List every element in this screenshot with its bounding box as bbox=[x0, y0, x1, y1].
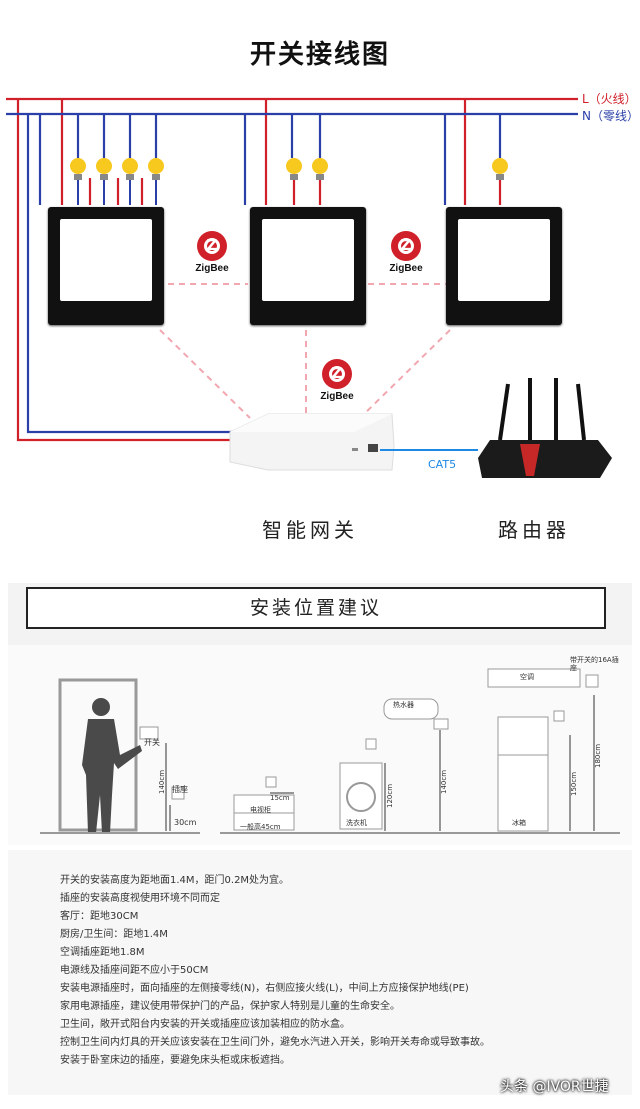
cat5-label: CAT5 bbox=[428, 458, 457, 471]
bulb-icon bbox=[492, 158, 508, 180]
note-line: 控制卫生间内灯具的开关应该安装在卫生间门外，避免水汽进入开关，影响开关寿命或导致… bbox=[60, 1037, 490, 1048]
height-140-label: 140cm bbox=[158, 769, 167, 795]
gateway-caption: 智能网关 bbox=[262, 518, 358, 542]
bulbs bbox=[70, 158, 508, 205]
note-line: 插座的安装高度视使用环境不同而定 bbox=[60, 893, 220, 904]
zigbee-icon bbox=[322, 359, 352, 389]
zigbee-logo: ZigBee bbox=[307, 359, 367, 419]
zigbee-icon bbox=[197, 231, 227, 261]
height-150-label: 150cm bbox=[570, 771, 579, 797]
person-figure bbox=[82, 698, 142, 833]
tv-cabinet-label: 电视柜 bbox=[250, 806, 271, 814]
watermark: 头条 @IVOR世捷 bbox=[500, 1079, 609, 1095]
bulb-icon bbox=[70, 158, 86, 205]
router-caption: 路由器 bbox=[498, 518, 570, 542]
note-line: 开关的安装高度为距地面1.4M，距门0.2M处为宜。 bbox=[60, 875, 290, 886]
note-line: 安装电源插座时，面向插座的左侧接零线(N)，右侧应接火线(L)，中间上方应接保护… bbox=[60, 983, 469, 994]
note-line: 客厅：距地30CM bbox=[60, 911, 139, 922]
neutral-line-label: N（零线） bbox=[582, 109, 639, 123]
live-wire bbox=[6, 97, 578, 442]
zigbee-icon bbox=[391, 231, 421, 261]
gateway-device bbox=[229, 413, 395, 471]
note-line: 家用电源插座，建议使用带保护门的产品，保护家人特别是儿童的生命安全。 bbox=[60, 1001, 400, 1012]
note-line: 卫生间，敞开式阳台内安装的开关或插座应该加装相应的防水盒。 bbox=[60, 1019, 350, 1030]
note-line: 空调插座距地1.8M bbox=[60, 947, 145, 958]
bulb-icon bbox=[286, 158, 302, 180]
note-line: 安装于卧室床边的插座，要避免床头柜或床板遮挡。 bbox=[60, 1055, 290, 1066]
neutral-wire bbox=[6, 112, 578, 434]
diagram-title: 开关接线图 bbox=[249, 40, 390, 70]
router-device bbox=[478, 378, 612, 478]
notes-panel bbox=[8, 850, 632, 1095]
note-line: 电源线及插座间距不应小于50CM bbox=[60, 965, 209, 976]
zigbee-logo: ZigBee bbox=[182, 231, 242, 291]
ac-label: 空调 bbox=[520, 673, 534, 681]
height-180-label: 180cm bbox=[594, 743, 603, 769]
note-line: 厨房/卫生间：距地1.4M bbox=[60, 929, 168, 940]
height-120-label: 120cm bbox=[386, 783, 395, 809]
normal-height-label: 一般高45cm bbox=[240, 823, 281, 831]
switch-panel bbox=[48, 207, 164, 325]
bulb-icon bbox=[148, 158, 164, 205]
height-30-label: 30cm bbox=[174, 818, 197, 827]
install-illustration bbox=[40, 668, 620, 834]
zigbee-links bbox=[159, 283, 451, 419]
bulb-icon bbox=[312, 158, 328, 180]
wiring-diagram bbox=[6, 97, 612, 478]
bulb-icon bbox=[122, 158, 138, 205]
switch-panel bbox=[250, 207, 366, 325]
switch-panel bbox=[446, 207, 562, 325]
bulb-icon bbox=[96, 158, 112, 205]
live-line-label: L（火线） bbox=[582, 92, 637, 106]
socket-label: 插座 bbox=[172, 785, 188, 794]
width-15-label: 15cm bbox=[270, 794, 290, 802]
height-140b-label: 140cm bbox=[440, 769, 449, 795]
section-title: 安装位置建议 bbox=[26, 587, 606, 629]
fridge-label: 冰箱 bbox=[512, 819, 526, 827]
ac-socket-label: 带开关的16A插座 bbox=[570, 656, 619, 672]
switch-label: 开关 bbox=[144, 738, 160, 747]
heater-label: 热水器 bbox=[393, 701, 414, 709]
washer-label: 洗衣机 bbox=[346, 819, 367, 827]
zigbee-logo: ZigBee bbox=[376, 231, 436, 291]
